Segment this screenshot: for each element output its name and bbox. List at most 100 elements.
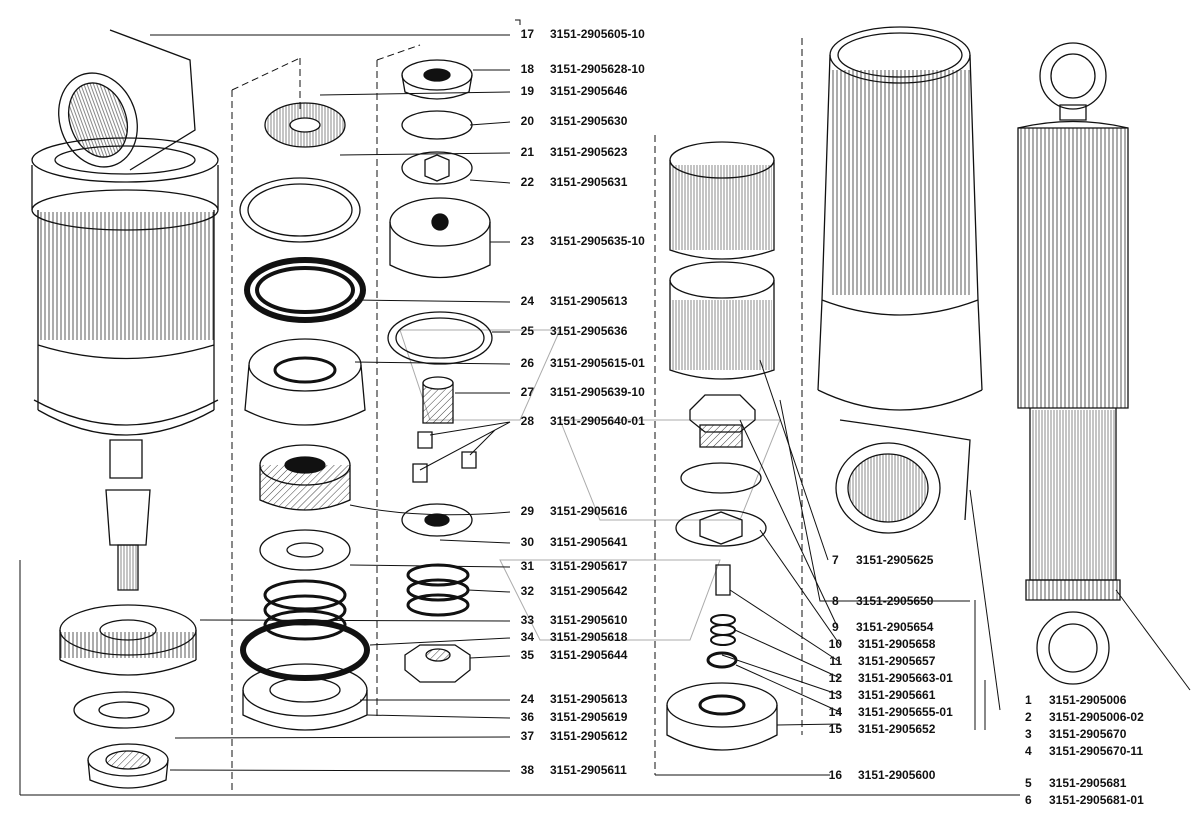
left-housing-bottom <box>38 410 214 435</box>
leader-lines <box>20 20 1190 795</box>
part-15-base-inner <box>700 696 744 714</box>
bottom-collar <box>1026 580 1120 600</box>
part-27-nut-top <box>423 377 453 389</box>
part-9-hex <box>690 395 755 432</box>
left-washer-inner <box>99 702 149 718</box>
part-20-ring <box>402 111 472 139</box>
left-washer-outer <box>74 692 174 728</box>
part-tube-lower <box>670 280 774 379</box>
part-36-cup-inner <box>270 678 340 702</box>
part-24-seal-ring-outer <box>247 260 363 320</box>
part-22-plate-cross <box>425 155 449 181</box>
left-flange-bottom <box>60 660 196 675</box>
part-tube-lower-hatch <box>672 300 772 370</box>
left-flange-hatch <box>60 632 196 658</box>
part-35-hex-nut-hole <box>426 649 450 661</box>
lower-tube-hatch <box>1030 410 1116 580</box>
part-tube-mid-top <box>670 262 774 298</box>
part-29-disk <box>402 504 472 536</box>
bottom-eye-outer <box>1037 612 1109 684</box>
top-cap <box>1018 122 1128 129</box>
outer-body <box>1018 128 1128 408</box>
part-36-cup-body <box>243 690 367 730</box>
left-housing-assembly <box>32 30 218 788</box>
part-36-cup-top <box>243 664 367 716</box>
part-9-hex-thread <box>700 425 742 447</box>
part-tube-upper <box>670 160 774 259</box>
part-26-housing-body <box>245 365 365 425</box>
left-housing-lower-sides <box>38 345 214 410</box>
part-33-spring <box>265 581 345 639</box>
left-rod-upper <box>110 440 142 478</box>
part-23-valve-body <box>390 222 490 278</box>
part-32-spring <box>408 565 468 615</box>
part-24-seal-ring-inner <box>257 268 353 312</box>
right-cyl-lower-rim <box>818 390 982 410</box>
right-cyl-eye-inner <box>848 454 928 522</box>
part-19-bearing-hole <box>290 118 320 132</box>
left-housing-collar <box>32 165 218 210</box>
part-11-plate <box>676 510 766 546</box>
top-eye-neck <box>1060 105 1086 120</box>
right-cyl-eye-outer <box>836 443 940 533</box>
part-21-ring-outer <box>240 178 360 242</box>
part-tube-upper-hatch <box>672 165 772 250</box>
left-housing-body-hatch <box>38 212 214 340</box>
top-eye-outer <box>1040 43 1106 109</box>
top-eye-inner <box>1051 54 1095 98</box>
part-18-cap-hole <box>424 69 450 81</box>
left-top-bush-inner <box>59 75 138 166</box>
part-11-plate-cross <box>700 512 742 544</box>
left-top-bush-outer <box>46 62 150 178</box>
part-27-nut <box>423 383 453 423</box>
left-seal-inner <box>106 751 150 769</box>
part-28-rivet-a <box>418 432 432 448</box>
part-28-rivet-b <box>462 452 476 468</box>
bottom-eye-inner <box>1049 624 1097 672</box>
part-22-plate <box>402 152 472 184</box>
center-right-parts <box>667 142 777 750</box>
part-34-ring <box>243 622 367 678</box>
part-23-valve-hole <box>432 214 448 230</box>
part-35-hex-nut <box>405 645 470 682</box>
background-logo-mark <box>400 330 780 640</box>
part-21-ring-inner <box>248 184 352 236</box>
part-25-ring-inner <box>396 318 484 358</box>
part-15-base-body <box>667 705 777 750</box>
right-cyl-hatch <box>832 70 972 295</box>
left-seal-bottom <box>88 760 168 788</box>
part-10-ring <box>681 463 761 493</box>
left-housing-top-inner <box>55 146 195 174</box>
left-housing-body-sides <box>38 210 214 345</box>
